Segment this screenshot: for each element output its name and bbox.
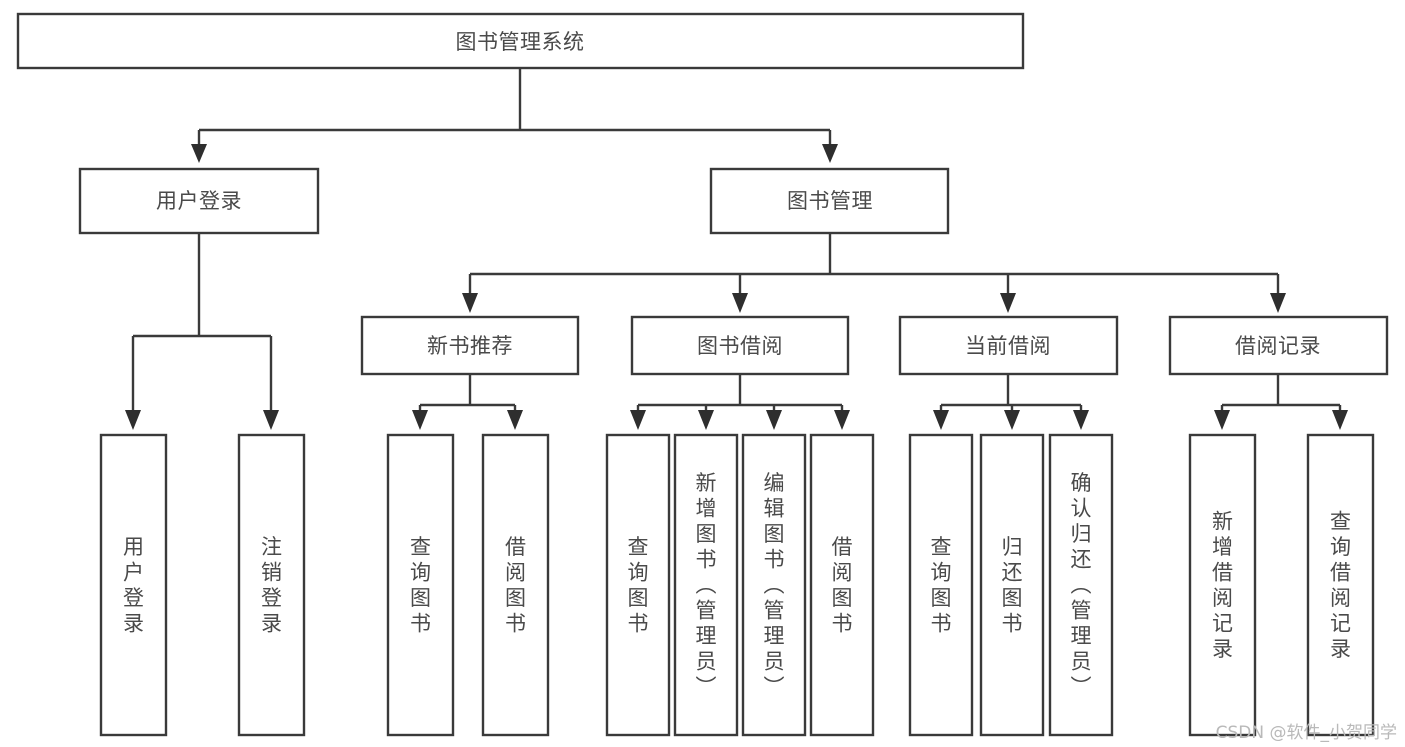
arrow-leaf-query-book-1 [412,410,428,430]
arrow-to-book-management [822,144,838,163]
node-leaf-query-book-1-label: 查询图书 [410,535,431,636]
node-leaf-borrow-book-1[interactable]: 借阅图书 [481,433,550,737]
connector-group-book-management [462,233,1286,313]
arrow-to-borrow-record [1270,293,1286,313]
node-new-book-recommend[interactable]: 新书推荐 [360,315,580,376]
node-book-borrow-box[interactable] [630,315,850,376]
node-new-book-recommend-box[interactable] [360,315,580,376]
node-root-label: 图书管理系统 [456,30,585,54]
node-leaf-query-record[interactable]: 查询借阅记录 [1306,433,1375,737]
arrow-to-user-login [191,144,207,163]
connector-group-user-login [125,233,279,430]
node-leaf-borrow-book-1-label: 借阅图书 [505,535,526,636]
node-new-book-recommend-label: 新书推荐 [427,334,513,358]
node-root-box[interactable] [16,12,1025,70]
node-leaf-add-book-box[interactable] [673,433,739,737]
connector-group-root [191,68,838,163]
arrow-leaf-user-login [125,410,141,430]
node-leaf-add-record[interactable]: 新增借阅记录 [1188,433,1257,737]
node-current-borrow[interactable]: 当前借阅 [898,315,1119,376]
arrow-leaf-edit-book [766,410,782,430]
node-leaf-add-book-label: 新增图书︵管理员︶ [696,471,717,699]
node-leaf-confirm-return-label: 确认归还︵管理员︶ [1071,471,1092,699]
node-leaf-edit-book-label: 编辑图书︵管理员︶ [764,471,785,699]
node-leaf-query-book-3-box[interactable] [908,433,974,737]
node-leaf-logout-label: 注销登录 [261,535,282,636]
node-leaf-query-record-box[interactable] [1306,433,1375,737]
arrow-to-current-borrow [1000,293,1016,313]
node-leaf-confirm-return-box[interactable] [1048,433,1114,737]
node-user-login[interactable]: 用户登录 [78,167,320,235]
node-leaf-borrow-book-1-box[interactable] [481,433,550,737]
arrow-to-book-borrow [732,293,748,313]
node-leaf-user-login-label: 用户登录 [123,535,144,636]
node-leaf-query-record-label: 查询借阅记录 [1330,509,1351,661]
arrow-leaf-logout [263,410,279,430]
arrow-leaf-return-book [1004,410,1020,430]
connector-group-borrow-record [1214,374,1348,430]
node-leaf-borrow-book-2[interactable]: 借阅图书 [809,433,875,737]
node-borrow-record[interactable]: 借阅记录 [1168,315,1389,376]
node-leaf-edit-book-box[interactable] [741,433,807,737]
node-borrow-record-box[interactable] [1168,315,1389,376]
node-leaf-query-book-2-box[interactable] [605,433,671,737]
node-leaf-query-book-3-label: 查询图书 [931,535,952,636]
node-leaf-return-book-label: 归还图书 [1002,535,1023,636]
node-book-management-box[interactable] [709,167,950,235]
node-book-borrow-label: 图书借阅 [697,334,783,358]
node-leaf-return-book[interactable]: 归还图书 [979,433,1045,737]
node-leaf-add-record-box[interactable] [1188,433,1257,737]
leaf-node-layer: 用户登录 注销登录 查询图书 借阅图书 查询图书 新增图书︵管理员︶ 编辑图书︵管理员︶ 借阅… [99,433,1375,737]
node-leaf-return-book-box[interactable] [979,433,1045,737]
node-leaf-borrow-book-2-label: 借阅图书 [832,535,853,636]
node-leaf-add-book[interactable]: 新增图书︵管理员︶ [673,433,739,737]
node-leaf-query-book-1-box[interactable] [386,433,455,737]
node-leaf-query-book-1[interactable]: 查询图书 [386,433,455,737]
arrow-leaf-query-record [1332,410,1348,430]
node-root[interactable]: 图书管理系统 [16,12,1025,70]
node-book-management-label: 图书管理 [787,189,873,213]
arrow-to-new-book-recommend [462,293,478,313]
node-leaf-user-login-box[interactable] [99,433,168,737]
connector-group-new-book-recommend [412,374,523,430]
node-leaf-edit-book[interactable]: 编辑图书︵管理员︶ [741,433,807,737]
arrow-leaf-add-record [1214,410,1230,430]
node-leaf-borrow-book-2-box[interactable] [809,433,875,737]
connector-group-book-borrow [630,374,850,430]
node-book-management[interactable]: 图书管理 [709,167,950,235]
node-current-borrow-box[interactable] [898,315,1119,376]
node-user-login-label: 用户登录 [156,189,242,213]
connector-group-current-borrow [933,374,1089,430]
node-borrow-record-label: 借阅记录 [1235,334,1321,358]
arrow-leaf-confirm-return [1073,410,1089,430]
node-leaf-confirm-return[interactable]: 确认归还︵管理员︶ [1048,433,1114,737]
node-leaf-logout-box[interactable] [237,433,306,737]
arrow-leaf-query-book-2 [630,410,646,430]
node-user-login-box[interactable] [78,167,320,235]
node-leaf-query-book-3[interactable]: 查询图书 [908,433,974,737]
arrow-leaf-query-book-3 [933,410,949,430]
node-leaf-query-book-2[interactable]: 查询图书 [605,433,671,737]
node-current-borrow-label: 当前借阅 [965,334,1051,358]
node-leaf-query-book-2-label: 查询图书 [628,535,649,636]
node-book-borrow[interactable]: 图书借阅 [630,315,850,376]
node-leaf-logout[interactable]: 注销登录 [237,433,306,737]
arrow-leaf-borrow-book-2 [834,410,850,430]
node-leaf-user-login[interactable]: 用户登录 [99,433,168,737]
arrow-leaf-borrow-book-1 [507,410,523,430]
node-leaf-add-record-label: 新增借阅记录 [1212,509,1233,661]
arrow-leaf-add-book [698,410,714,430]
